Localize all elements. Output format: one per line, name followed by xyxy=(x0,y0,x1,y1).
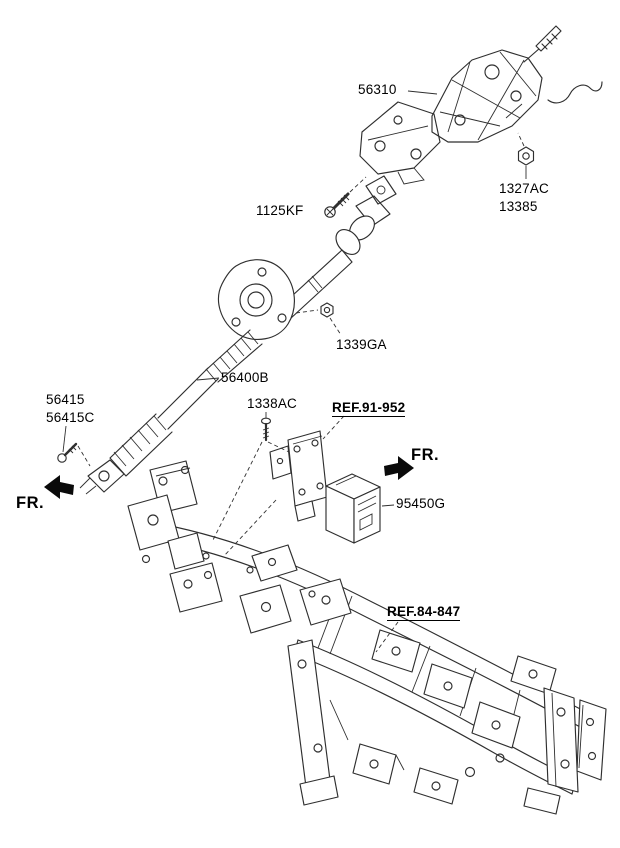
fr-arrow-right-icon xyxy=(384,456,414,480)
part-label-56415c: 56415C xyxy=(46,410,95,425)
leader-56310 xyxy=(407,90,438,95)
wire-harness-drawing xyxy=(547,81,603,104)
leader-95450g xyxy=(381,504,395,507)
control-module-drawing xyxy=(325,473,381,544)
leader-56400b xyxy=(196,377,220,381)
screw-1338ac-icon xyxy=(260,417,272,442)
part-label-56310: 56310 xyxy=(358,82,397,97)
part-label-13385: 13385 xyxy=(499,199,538,214)
fr-direction-label-right: FR. xyxy=(411,446,440,464)
reference-label-91-952: REF.91-952 xyxy=(332,400,406,417)
intermediate-shaft-drawing xyxy=(79,195,391,495)
leader-1339ga xyxy=(295,309,342,336)
part-label-56400b: 56400B xyxy=(221,370,269,385)
part-label-56415: 56415 xyxy=(46,392,85,407)
leader-56415 xyxy=(62,425,67,453)
crossmember-frame-drawing xyxy=(127,460,607,815)
steering-column-drawing xyxy=(359,25,603,205)
bolt-1125kf-icon xyxy=(324,192,350,218)
fastener-icons xyxy=(57,146,535,463)
part-label-1339ga: 1339GA xyxy=(336,337,387,352)
part-label-1338ac: 1338AC xyxy=(247,396,297,411)
part-label-1125kf: 1125KF xyxy=(256,203,304,218)
fr-direction-label-left: FR. xyxy=(16,494,45,512)
reference-label-84-847: REF.84-847 xyxy=(387,604,461,621)
leader-ref91 xyxy=(322,415,345,440)
leader-lines xyxy=(62,90,527,653)
leader-ref84 xyxy=(375,621,399,653)
nut-1339ga-icon xyxy=(320,302,334,318)
nut-1327ac-icon xyxy=(517,146,535,166)
screw-56415c-icon xyxy=(57,442,78,463)
part-label-95450g: 95450G xyxy=(396,496,446,511)
leader-1125kf xyxy=(349,176,367,193)
part-label-1327ac: 1327AC xyxy=(499,181,549,196)
module-bracket-drawing xyxy=(269,430,328,522)
fr-arrow-left-icon xyxy=(44,475,74,499)
